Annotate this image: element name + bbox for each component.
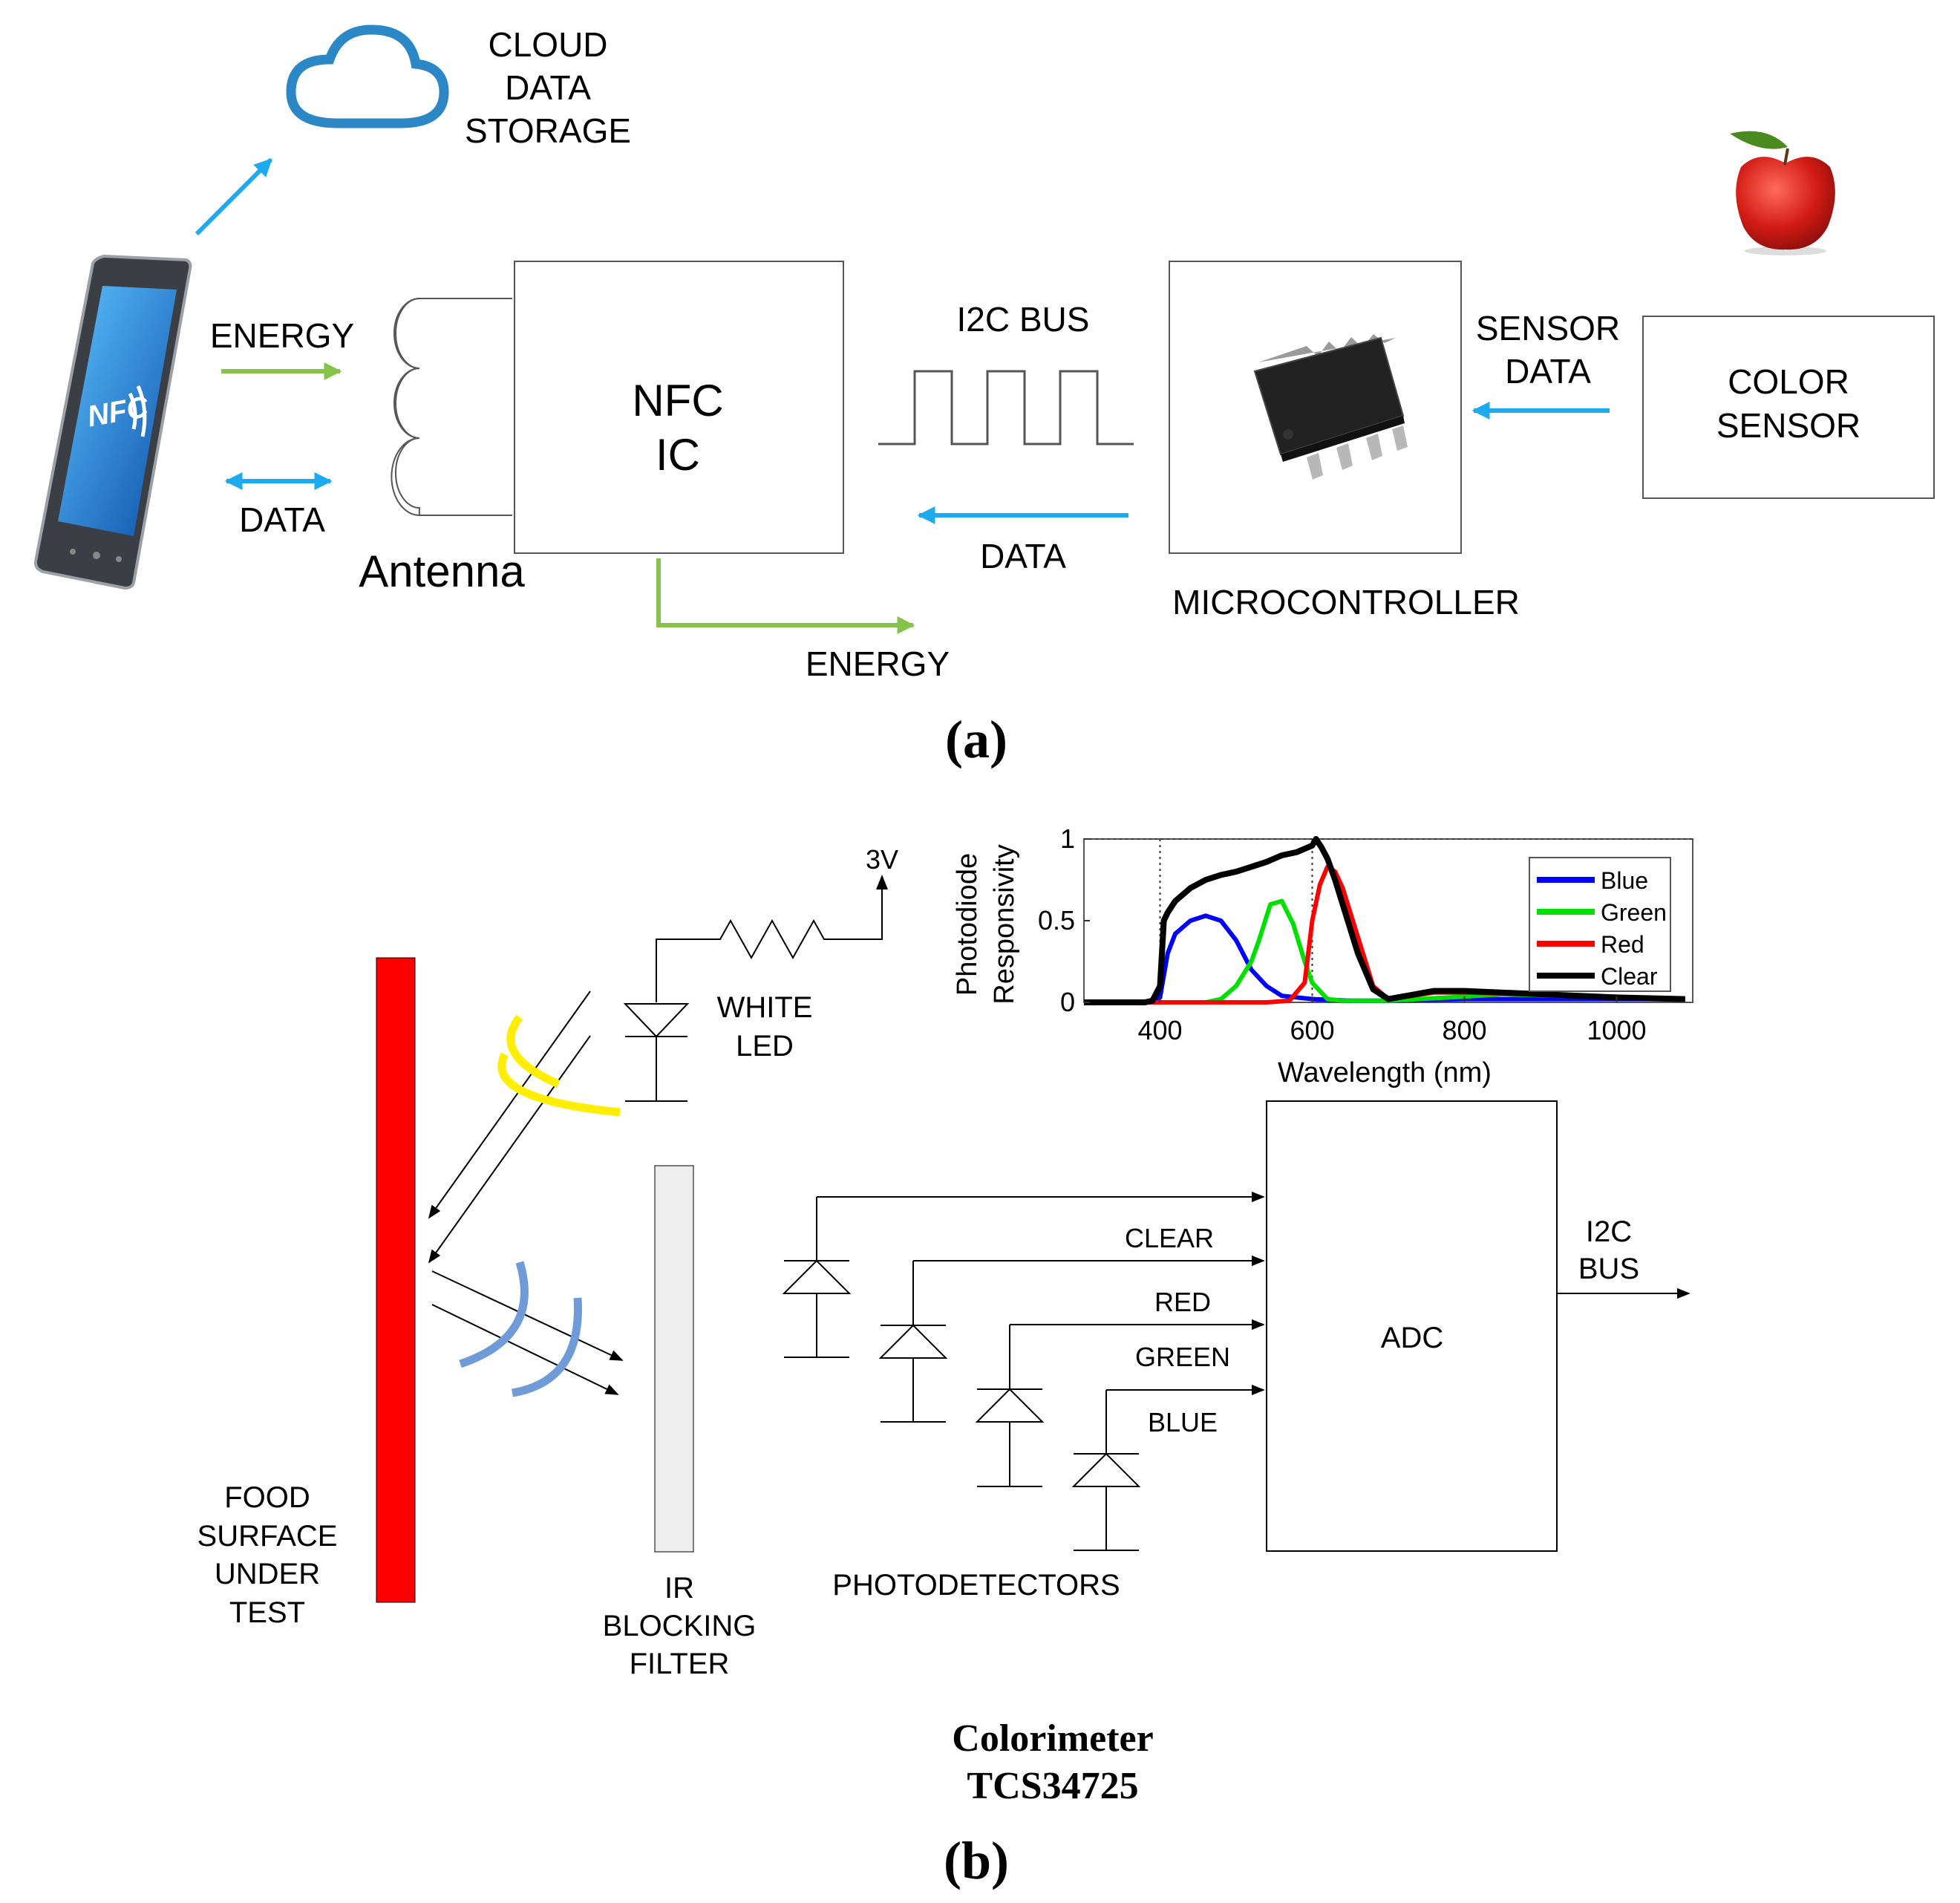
x-axis-label: Wavelength (nm) [1278,1057,1492,1088]
led-diode-symbol [623,1003,690,1102]
caption-b: (b) [944,1831,1009,1890]
ir-filter [654,1165,694,1553]
cloud-icon [286,25,449,128]
antenna-coil [395,298,512,516]
panel-a: CLOUD DATA STORAGE NFC ENERGY DATA Anten… [33,25,1935,769]
adc-label: ADC [1381,1322,1443,1354]
photodiode-clear [782,1191,1265,1358]
legend-label-blue: Blue [1601,867,1648,894]
channel-blue-label: BLUE [1148,1407,1218,1437]
y-axis-label-2: Responsivity [989,844,1020,1004]
i2c-waveform [878,370,1134,445]
ir-filter-label-1: IR [664,1572,694,1605]
food-label-3: UNDER [215,1558,320,1590]
white-led-label-2: LED [736,1030,794,1063]
data-back-label: DATA [980,537,1066,575]
upload-arrow [195,157,273,236]
reflect-glow-1 [459,1261,529,1368]
reflect-glow-2 [512,1297,582,1397]
legend-label-red: Red [1601,931,1644,958]
colorimeter-title-2: TCS34725 [967,1765,1138,1807]
energy-in-label: ENERGY [210,316,354,355]
colorimeter-title-1: Colorimeter [952,1717,1153,1760]
chip-icon [1253,334,1408,480]
nfc-ic-box [514,261,844,554]
photodiode-red [878,1255,1265,1423]
legend-label-clear: Clear [1601,963,1658,990]
antenna-label: Antenna [359,546,525,596]
sensor-data-label-2: DATA [1505,352,1591,391]
smartphone-icon: NFC [33,254,192,590]
supply-arrow [876,875,888,890]
color-sensor-label-1: COLOR [1728,362,1849,401]
photodetectors-label: PHOTODETECTORS [832,1569,1120,1602]
apple-icon [1730,131,1835,255]
cloud-label-3: STORAGE [465,111,631,150]
led-glow-1 [506,1014,561,1088]
led-glow-2 [497,1052,621,1117]
series-line-clear [1084,836,1685,1005]
reflected-ray-1 [431,1270,624,1361]
legend-label-green: Green [1601,899,1667,926]
energy-out-arrow [656,558,915,634]
cloud-label-1: CLOUD [488,25,607,64]
channel-red-label: RED [1154,1287,1211,1317]
color-sensor-box [1642,316,1935,499]
y-tick-label: 0 [1060,987,1075,1017]
i2c-out-label-1: I2C [1586,1215,1632,1248]
i2c-out-label-2: BUS [1578,1253,1639,1285]
ir-filter-label-3: FILTER [630,1648,730,1680]
photodiode-green [975,1319,1265,1487]
led-wire [656,880,883,1002]
nfc-ic-label-2: IC [656,430,700,480]
x-tick-label: 1000 [1587,1015,1646,1045]
caption-a: (a) [945,710,1007,769]
i2c-bus-label: I2C BUS [957,300,1090,339]
food-label-1: FOOD [224,1481,310,1514]
channel-clear-label: CLEAR [1125,1223,1214,1253]
sensor-data-label-1: SENSOR [1476,309,1620,347]
food-surface [376,957,416,1603]
adc-box [1266,1100,1558,1552]
x-tick-label: 600 [1290,1015,1334,1045]
incident-ray-2 [428,1035,591,1264]
panel-b: FOOD SURFACE UNDER TEST 3V WHITE LED IR … [197,844,1690,1890]
y-tick-label: 1 [1060,823,1075,854]
food-label-4: TEST [229,1596,305,1629]
white-led-label-1: WHITE [717,991,813,1024]
reflected-ray-2 [431,1304,619,1395]
y-axis-label-1: Photodiode [952,853,983,996]
ir-filter-label-2: BLOCKING [603,1610,757,1642]
microcontroller-box [1169,261,1462,554]
cloud-label-2: DATA [505,68,591,107]
channel-green-label: GREEN [1135,1342,1230,1372]
energy-out-label: ENERGY [806,644,950,683]
x-tick-label: 800 [1442,1015,1486,1045]
color-sensor-label-2: SENSOR [1716,406,1861,445]
responsivity-chart: 400 600 800 1000 0 0.5 1 Photodiode Responsivi… [952,823,1693,1088]
nfc-ic-label-1: NFC [632,376,723,425]
food-label-2: SURFACE [197,1520,338,1553]
data-in-label: DATA [239,500,325,539]
photodiode-blue [1071,1384,1265,1551]
series-line-green [1084,898,1685,1005]
supply-label: 3V [866,844,898,875]
microcontroller-label: MICROCONTROLLER [1172,583,1520,621]
x-tick-label: 400 [1137,1015,1182,1045]
y-tick-label: 0.5 [1038,905,1075,936]
incident-ray-1 [428,990,591,1219]
